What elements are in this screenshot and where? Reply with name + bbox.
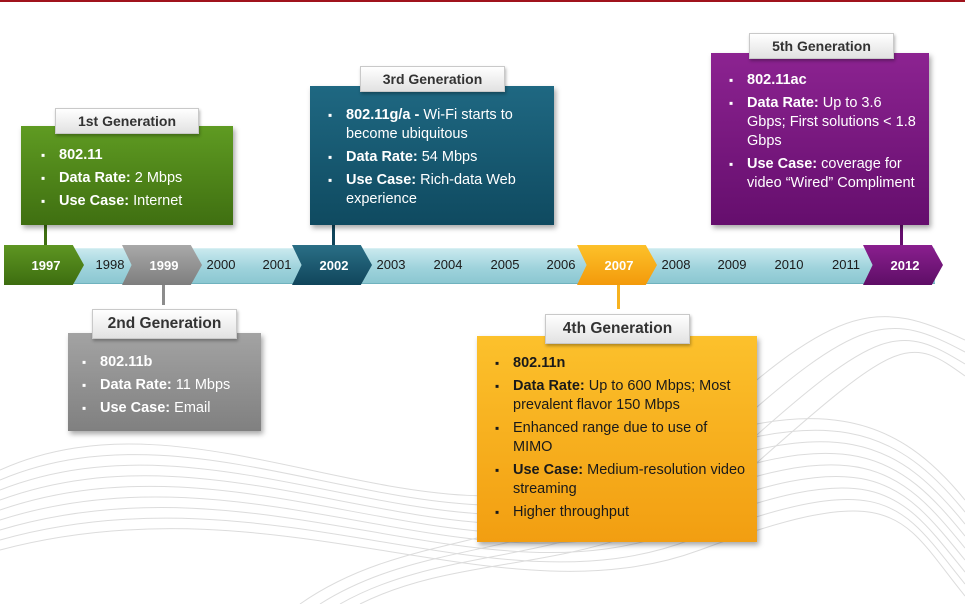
gen1-item: Data Rate: 2 Mbps — [41, 169, 223, 188]
year-marker-2012: 2012 — [863, 245, 943, 285]
year-label-2000: 2000 — [206, 257, 236, 272]
year-marker-1999: 1999 — [122, 245, 202, 285]
gen2-item: Data Rate: 11 Mbps — [82, 376, 251, 395]
gen2-item: 802.11b — [82, 353, 251, 372]
gen4-item: Enhanced range due to use of MIMO — [495, 419, 747, 457]
generation-4-box: 802.11n Data Rate: Up to 600 Mbps; Most … — [477, 336, 757, 542]
year-label-2005: 2005 — [490, 257, 520, 272]
gen3-item: Use Case: Rich-data Web experience — [328, 171, 544, 209]
timeline: 1997 1998 1999 2000 2001 2002 2003 2004 … — [0, 245, 965, 285]
gen2-item: Use Case: Email — [82, 399, 251, 418]
connector-1999 — [162, 283, 165, 305]
generation-3-box: 802.11g/a - Wi-Fi starts to become ubiqu… — [310, 86, 554, 225]
generation-2-title: 2nd Generation — [92, 309, 237, 339]
year-marker-1997: 1997 — [4, 245, 84, 285]
generation-3-title: 3rd Generation — [360, 66, 505, 92]
generation-5-box: 802.11ac Data Rate: Up to 3.6 Gbps; Firs… — [711, 53, 929, 225]
year-label-2003: 2003 — [376, 257, 406, 272]
year-label-2008: 2008 — [661, 257, 691, 272]
year-marker-2007: 2007 — [577, 245, 657, 285]
year-label-1998: 1998 — [95, 257, 125, 272]
connector-2002 — [332, 225, 335, 247]
gen1-item: Use Case: Internet — [41, 192, 223, 211]
gen3-item: Data Rate: 54 Mbps — [328, 148, 544, 167]
gen5-item: Use Case: coverage for video “Wired” Com… — [729, 155, 919, 193]
gen4-item: Data Rate: Up to 600 Mbps; Most prevalen… — [495, 377, 747, 415]
top-accent-line — [0, 0, 965, 2]
year-label-2009: 2009 — [717, 257, 747, 272]
connector-1997 — [44, 225, 47, 247]
connector-2012 — [900, 225, 903, 247]
year-label-2006: 2006 — [546, 257, 576, 272]
year-label-2001: 2001 — [262, 257, 292, 272]
generation-5-title: 5th Generation — [749, 33, 894, 59]
year-label-2011: 2011 — [832, 257, 860, 272]
generation-1-box: 802.11 Data Rate: 2 Mbps Use Case: Inter… — [21, 126, 233, 225]
connector-2007 — [617, 283, 620, 309]
generation-2-box: 802.11b Data Rate: 11 Mbps Use Case: Ema… — [68, 333, 261, 431]
gen5-item: Data Rate: Up to 3.6 Gbps; First solutio… — [729, 94, 919, 151]
year-label-2004: 2004 — [433, 257, 463, 272]
generation-1-title: 1st Generation — [55, 108, 199, 134]
gen3-item: 802.11g/a - Wi-Fi starts to become ubiqu… — [328, 106, 544, 144]
gen5-item: 802.11ac — [729, 71, 919, 90]
gen1-item: 802.11 — [41, 146, 223, 165]
gen4-item: 802.11n — [495, 354, 747, 373]
generation-4-title: 4th Generation — [545, 314, 690, 344]
year-label-2010: 2010 — [774, 257, 804, 272]
year-marker-2002: 2002 — [292, 245, 372, 285]
gen4-item: Higher throughput — [495, 503, 747, 522]
gen4-item: Use Case: Medium-resolution video stream… — [495, 461, 747, 499]
